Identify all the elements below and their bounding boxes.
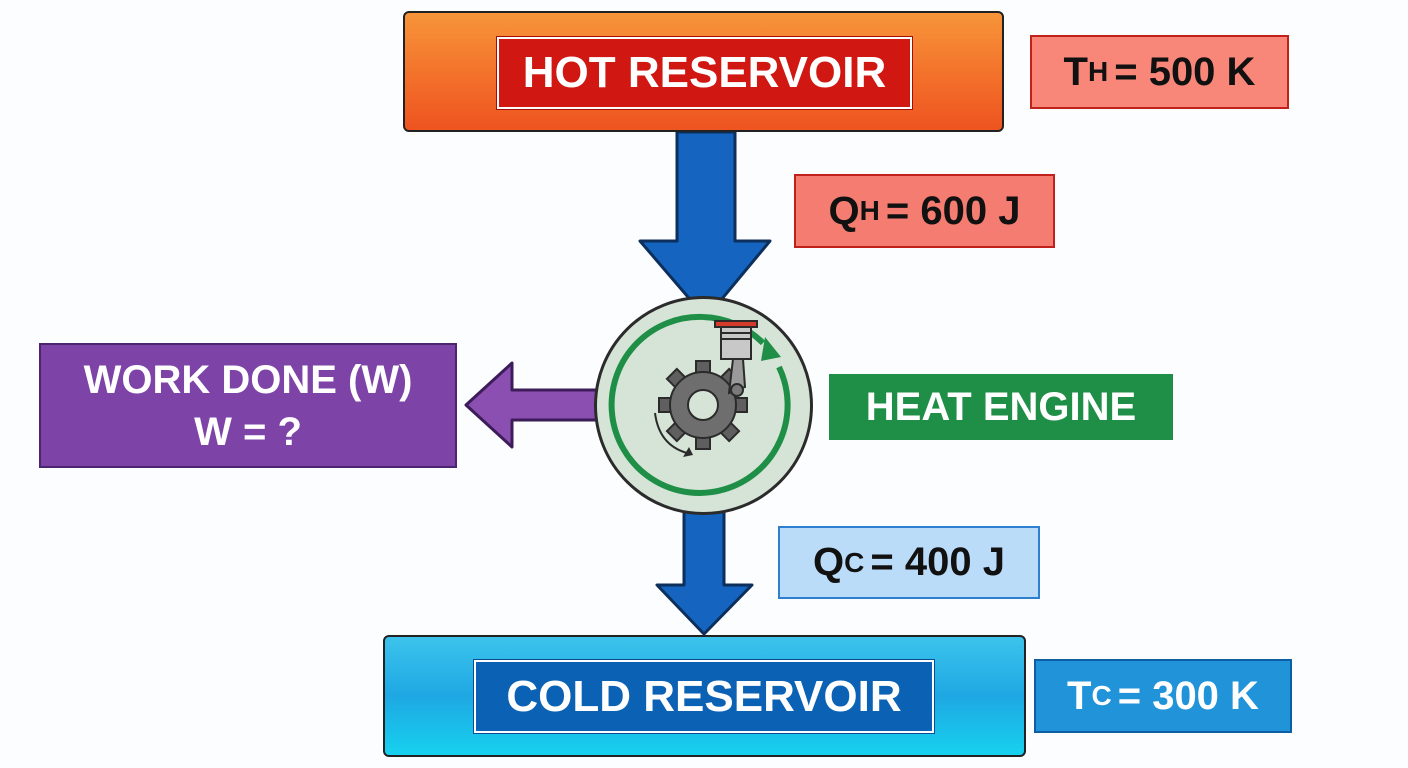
hot-temperature-value: = 500 K	[1114, 49, 1256, 94]
heat-engine-label: HEAT ENGINE	[829, 374, 1173, 440]
heat-in-value: = 600 J	[885, 188, 1021, 233]
cold-temperature-value: = 300 K	[1117, 673, 1259, 718]
hot-temperature-subscript: H	[1087, 56, 1109, 87]
gear-icon	[658, 360, 748, 450]
heat-out-value: = 400 J	[870, 540, 1005, 584]
heat-out-symbol: Q	[813, 540, 845, 584]
heat-in-arrow	[638, 130, 772, 320]
heat-in-subscript: H	[859, 195, 880, 226]
heat-in-symbol: Q	[828, 188, 860, 233]
piston-icon	[714, 320, 758, 397]
hot-reservoir-label: HOT RESERVOIR	[496, 36, 913, 110]
cold-reservoir-label: COLD RESERVOIR	[473, 659, 935, 734]
heat-out-subscript: C	[844, 546, 865, 578]
work-done-title: WORK DONE (W)	[83, 357, 413, 402]
hot-temperature-symbol: T	[1063, 49, 1088, 94]
work-done-box: WORK DONE (W) W = ?	[39, 343, 457, 468]
heat-engine-circle	[594, 296, 813, 515]
cold-temperature-subscript: C	[1091, 680, 1112, 711]
cold-temperature-symbol: T	[1067, 673, 1092, 718]
work-done-value: W = ?	[194, 409, 302, 454]
